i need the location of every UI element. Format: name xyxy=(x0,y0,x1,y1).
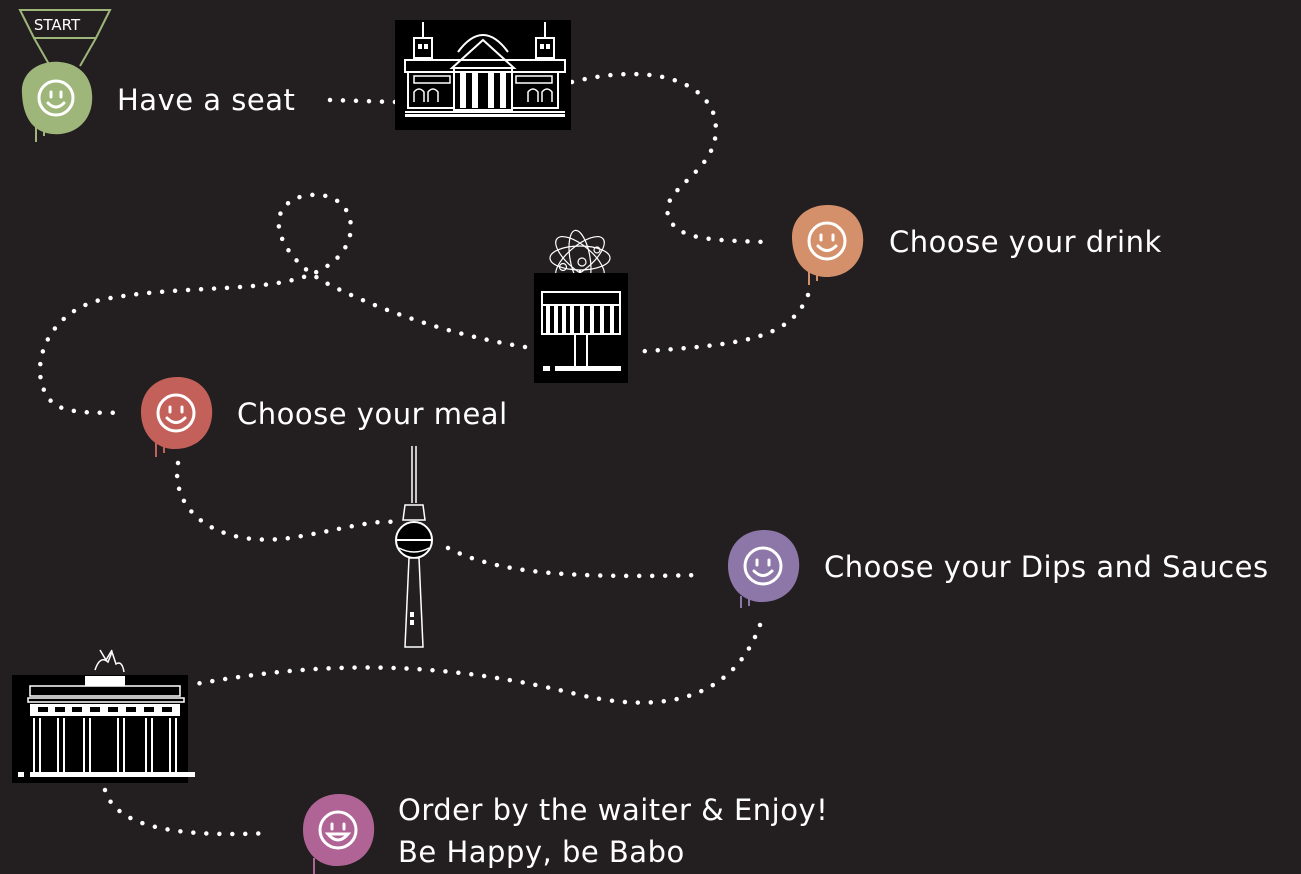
paint-blob xyxy=(792,205,863,277)
step-label-dips: Choose your Dips and Sauces xyxy=(824,553,1269,582)
smiley-marker-drink xyxy=(792,205,863,285)
smiley-marker-meal xyxy=(141,377,212,457)
step-label-babo: Be Happy, be Babo xyxy=(398,838,685,867)
step-label-meal: Choose your meal xyxy=(237,400,508,429)
smiley-marker-seat xyxy=(22,62,92,142)
step-label-drink: Choose your drink xyxy=(889,228,1162,257)
paint-blob xyxy=(728,530,799,602)
tv-tower-icon xyxy=(396,446,432,647)
paint-blob xyxy=(22,62,92,134)
paint-blob xyxy=(141,377,212,449)
step-label-order: Order by the waiter & Enjoy! xyxy=(398,796,828,825)
step-label-seat: Have a seat xyxy=(117,86,295,115)
paint-blob xyxy=(303,794,374,866)
start-marker: START xyxy=(20,10,110,66)
brandenburg-gate-icon xyxy=(12,650,195,783)
reichstag-icon xyxy=(395,20,571,130)
smiley-marker-dips xyxy=(728,530,799,608)
start-label: START xyxy=(34,16,81,34)
world-clock-icon xyxy=(534,229,628,383)
smiley-marker-order xyxy=(303,794,374,874)
